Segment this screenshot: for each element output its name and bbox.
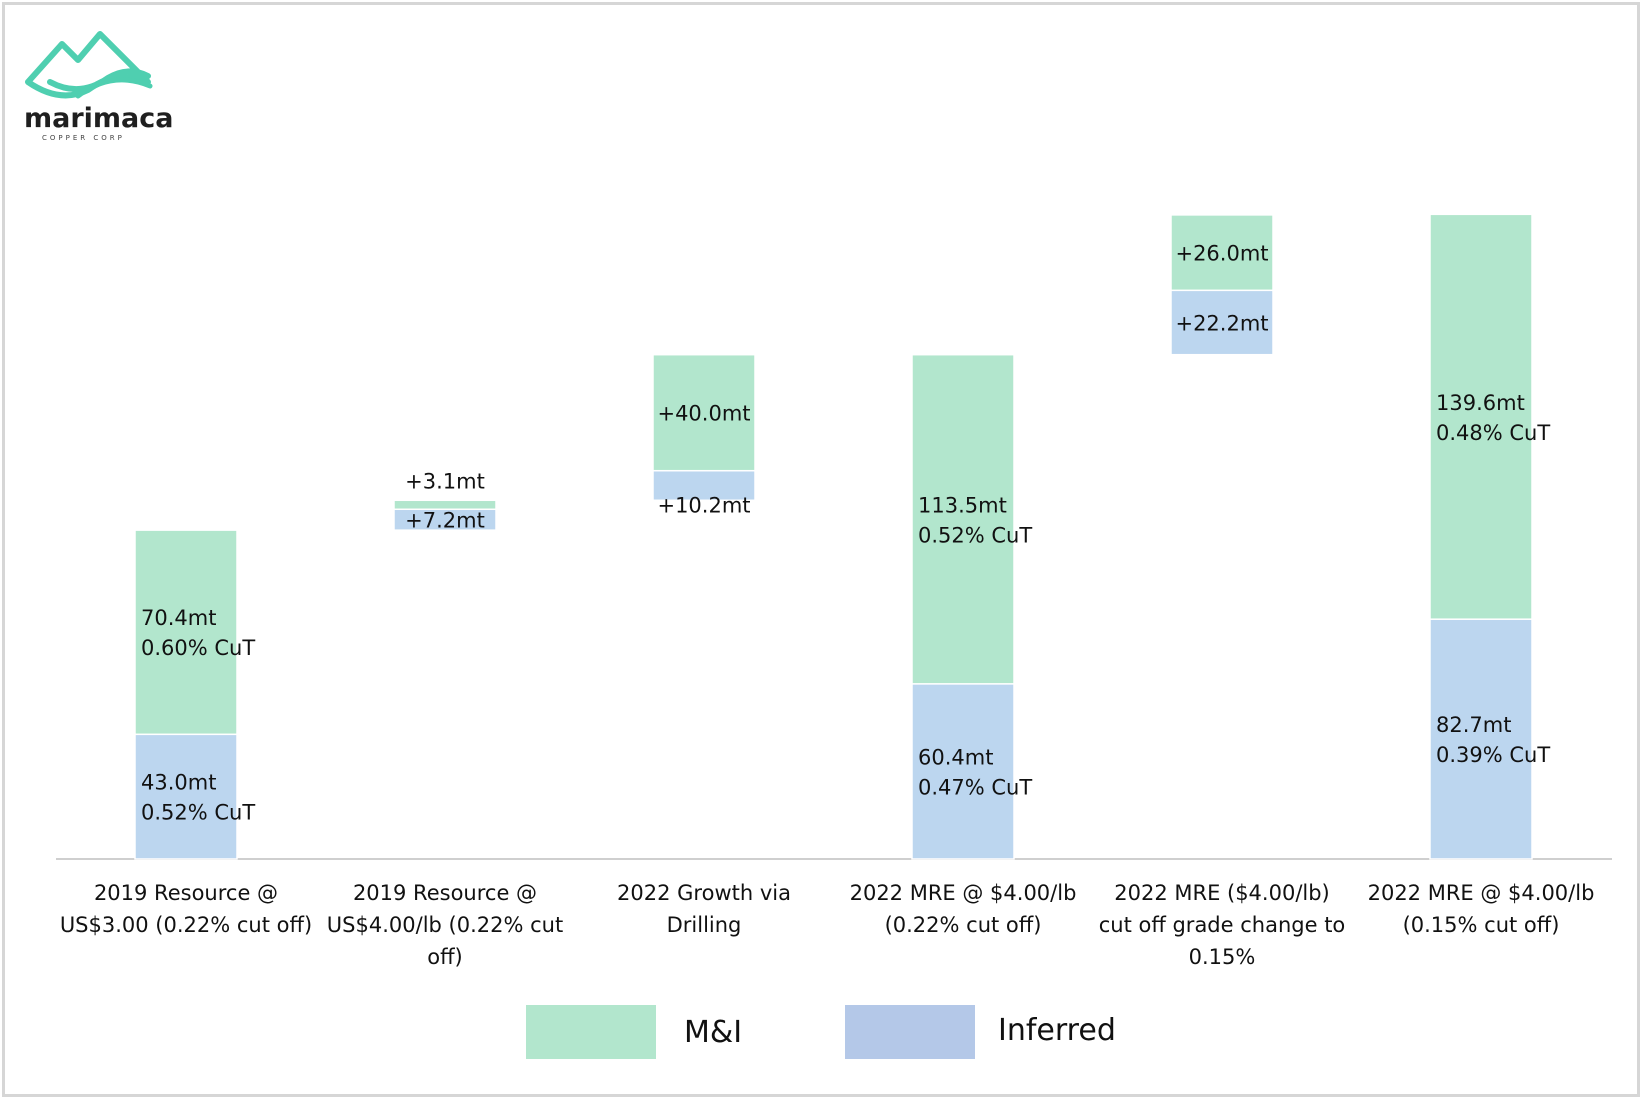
category-label: 2022 MRE @ $4.00/lb	[850, 881, 1077, 905]
bar-segment-mi	[1170, 214, 1274, 292]
segment-label-mi: 0.60% CuT	[141, 636, 255, 660]
bar-segment-inferred	[134, 733, 238, 860]
bar-segment-inferred	[911, 683, 1015, 860]
bar-segment-mi	[1429, 213, 1533, 620]
legend: M&I Inferred	[526, 1005, 1116, 1059]
bar-segment-mi	[134, 529, 238, 736]
bar-segment-mi	[393, 499, 497, 511]
segment-label-mi: 70.4mt	[141, 606, 216, 630]
category-label: 2019 Resource @	[94, 881, 278, 905]
category-label: 0.15%	[1189, 945, 1256, 969]
bar-segment-inferred	[1429, 618, 1533, 860]
category-label-group: 2019 Resource @ US$3.00 (0.22% cut off) 20…	[60, 881, 1595, 969]
category-label: 2022 Growth via	[617, 881, 791, 905]
category-label: (0.15% cut off)	[1403, 913, 1560, 937]
segment-label-inferred: 0.39% CuT	[1436, 743, 1550, 767]
category-label: cut off grade change to	[1099, 913, 1346, 937]
bar-segment-inferred	[1170, 289, 1274, 356]
category-label: US$4.00/lb (0.22% cut	[327, 913, 563, 937]
segment-label-inferred: 0.47% CuT	[918, 775, 1032, 799]
legend-label-mi: M&I	[684, 1015, 742, 1050]
bar-segment-mi	[911, 353, 1015, 685]
segment-label-inferred: +7.2mt	[405, 509, 485, 533]
segment-label-inferred: +10.2mt	[657, 493, 750, 517]
mountain-logo-icon	[25, 31, 151, 99]
segment-label-group: 43.0mt 0.52% CuT 70.4mt 0.60% CuT +7.2mt +3.1…	[141, 242, 1550, 825]
segment-label-mi: 139.6mt	[1436, 391, 1525, 415]
wave-logo-icon	[75, 77, 153, 99]
segment-label-inferred: +22.2mt	[1175, 312, 1268, 336]
segment-label-mi: 0.52% CuT	[918, 523, 1032, 547]
segment-label-mi: 0.48% CuT	[1436, 421, 1550, 445]
bar-group	[134, 213, 1533, 860]
logo-wordmark: marimaca	[24, 103, 174, 134]
category-label: 2022 MRE ($4.00/lb)	[1114, 881, 1330, 905]
legend-label-inferred: Inferred	[998, 1013, 1116, 1048]
segment-label-mi: +26.0mt	[1175, 242, 1268, 266]
segment-label-inferred: 0.52% CuT	[141, 801, 255, 825]
legend-swatch-mi	[526, 1005, 656, 1059]
bar-segment-mi	[652, 353, 756, 472]
segment-label-inferred: 60.4mt	[918, 745, 993, 769]
category-label: Drilling	[667, 913, 742, 937]
category-label: (0.22% cut off)	[885, 913, 1042, 937]
segment-label-inferred: 82.7mt	[1436, 713, 1511, 737]
segment-label-mi: +40.0mt	[657, 402, 750, 426]
segment-label-inferred: 43.0mt	[141, 771, 216, 795]
category-label: off)	[427, 945, 463, 969]
logo-tagline: COPPER CORP	[42, 134, 125, 142]
segment-label-mi: +3.1mt	[405, 469, 485, 493]
category-label: 2022 MRE @ $4.00/lb	[1368, 881, 1595, 905]
category-label: 2019 Resource @	[353, 881, 537, 905]
marimaca-logo: marimaca COPPER CORP	[24, 31, 174, 142]
segment-label-mi: 113.5mt	[918, 493, 1007, 517]
legend-swatch-inferred	[845, 1005, 975, 1059]
category-label: US$3.00 (0.22% cut off)	[60, 913, 312, 937]
